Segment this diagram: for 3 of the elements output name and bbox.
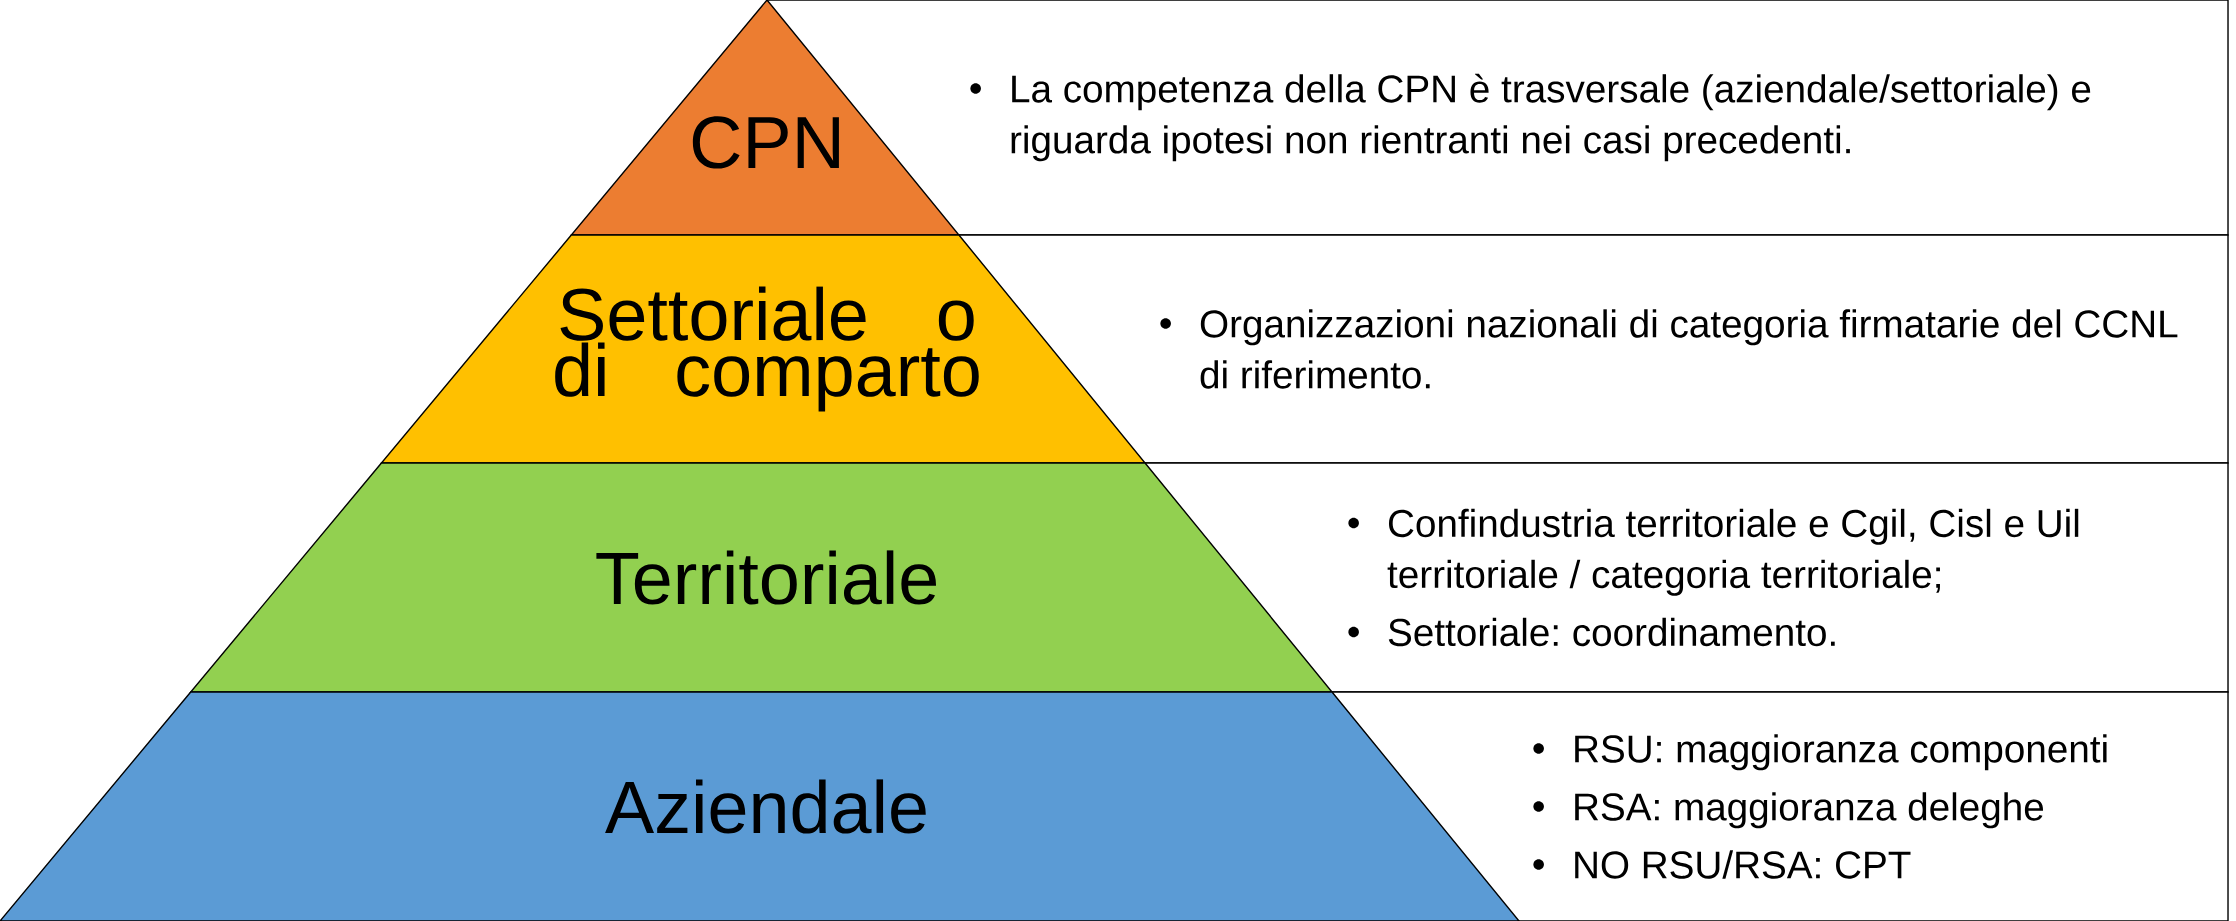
pyramid-tier: Aziendale [0, 691, 1521, 921]
text-box: Confindustria territoriale e Cgil, Cisl e Uil territoriale / categoria territoriale; Settoriale: coordinamento. [1144, 462, 2229, 693]
text-box: RSU: maggioranza componenti RSA: maggioranza deleghe NO RSU/RSA: CPT [1331, 691, 2229, 921]
